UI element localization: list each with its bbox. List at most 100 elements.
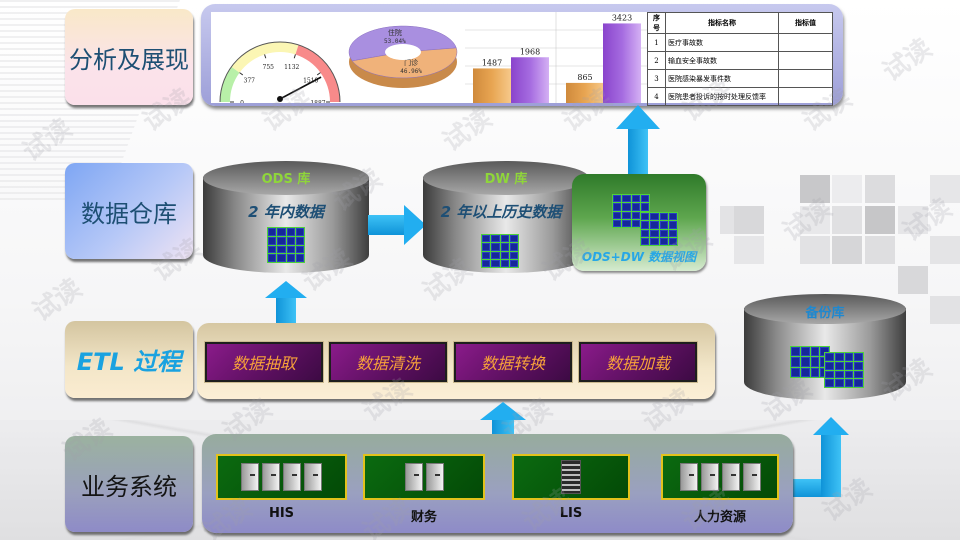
etl-step-label: 数据清洗: [355, 354, 420, 373]
gauge-tick: [316, 72, 321, 76]
server-icon: [241, 463, 259, 491]
bar: [473, 68, 511, 103]
gauge-outline: [219, 41, 341, 103]
arrow-up-to-etl: [480, 402, 526, 440]
server-rack-icon: [561, 460, 581, 494]
arrow-head: [813, 417, 849, 435]
gauge-tick: [239, 72, 244, 76]
gauge-band: [295, 44, 340, 102]
table-row: 2 输血安全事故数: [647, 51, 833, 70]
cylinder-top: [203, 161, 369, 195]
server-icon: [283, 463, 301, 491]
kpi-cell-no: 4: [647, 87, 666, 106]
ods-dw-view-box: ODS+DW 数据视图: [572, 174, 706, 271]
bar-value-label: 1968: [520, 47, 540, 56]
layer-label-etl: ETL 过程: [65, 321, 193, 398]
bar-value-label: 865: [577, 73, 592, 82]
table-row: 4 医院患者投诉的按时处理反馈率: [647, 87, 833, 106]
data-cube-icon: [824, 352, 864, 388]
data-cube-icon: [267, 227, 305, 263]
bar-value-label: 3423: [612, 13, 632, 22]
table-row: 3 医院感染暴发事件数: [647, 69, 833, 88]
bar-value-label: 1487: [482, 58, 502, 67]
arrow-shaft: [368, 215, 404, 235]
arrow-shaft: [276, 298, 296, 323]
etl-step-label: 数据加载: [605, 354, 670, 373]
etl-step-transform: 数据转换: [453, 341, 573, 383]
table-row: 1 医疗事故数: [647, 33, 833, 52]
server-icon: [742, 463, 761, 491]
gauge-band: [220, 66, 240, 102]
etl-step-label: 数据转换: [480, 354, 545, 373]
kpi-header-value: 指标值: [778, 12, 833, 34]
arrow-head: [480, 402, 526, 420]
kpi-cell-value: [778, 69, 833, 88]
ods-subtitle: 2 年内数据: [248, 203, 324, 221]
kpi-cell-name: 输血安全事故数: [665, 51, 779, 70]
gauge-tick: [293, 54, 296, 59]
system-box-his: [216, 454, 347, 500]
watermark-text: 试读: [437, 103, 498, 158]
watermark-text: 试读: [27, 273, 88, 328]
etl-step-extract: 数据抽取: [204, 341, 324, 383]
kpi-header-name: 指标名称: [665, 12, 779, 34]
kpi-cell-no: 3: [647, 69, 666, 88]
gauge-tick: [264, 54, 267, 59]
arrow-shaft: [628, 129, 648, 177]
bar: [566, 82, 604, 103]
data-cube-icon: [640, 212, 678, 246]
donut-slice-label: 住院: [388, 28, 402, 37]
watermark-text: 试读: [877, 33, 938, 88]
server-icon: [700, 463, 719, 491]
server-icon: [262, 463, 280, 491]
gauge-tick-label: 1887: [310, 100, 325, 103]
etl-step-clean: 数据清洗: [328, 341, 448, 383]
layer-label-business: 业务系统: [65, 436, 193, 532]
server-icon: [679, 463, 698, 491]
layer-label-text: ETL 过程: [76, 348, 182, 376]
gauge-tick-label: 1132: [284, 64, 299, 71]
arrow-head: [616, 105, 660, 129]
backup-database: 备份库: [744, 294, 906, 400]
donut-slice-percent: 46.96%: [400, 68, 422, 75]
gauge-band: [231, 42, 299, 73]
kpi-cell-no: 2: [647, 51, 666, 70]
dw-subtitle: 2 年以上历史数据: [440, 203, 562, 221]
kpi-cell-value: [778, 51, 833, 70]
etl-panel: 数据抽取 数据清洗 数据转换 数据加载: [197, 323, 715, 399]
arrow-right-ods-to-dw: [368, 205, 426, 245]
cylinder-top: [423, 161, 589, 195]
kpi-cell-value: [778, 87, 833, 106]
donut-slice: [348, 25, 457, 62]
kpi-cell-name: 医院患者投诉的按时处理反馈率: [665, 87, 779, 106]
business-panel: HIS 财务 LIS 人力资源: [202, 434, 793, 533]
donut-hole: [385, 44, 421, 60]
kpi-cell-name: 医院感染暴发事件数: [665, 69, 779, 88]
system-label-finance: 财务: [410, 510, 437, 525]
view-label: ODS+DW 数据视图: [581, 250, 697, 264]
arrow-head: [265, 281, 307, 298]
bar: [511, 57, 549, 103]
kpi-table-container: 序号 指标名称 指标值 1 医疗事故数 2 输血安全事故数: [647, 12, 833, 106]
server-icon: [721, 463, 740, 491]
layer-label-analysis: 分析及展现: [65, 9, 193, 105]
donut-slice-label: 门诊: [404, 58, 418, 67]
arrow-shaft: [821, 435, 841, 497]
system-box-finance: [363, 454, 485, 500]
ods-title: ODS 库: [261, 172, 311, 187]
etl-step-load: 数据加载: [578, 341, 698, 383]
kpi-header-no: 序号: [647, 12, 666, 34]
system-box-lis: [512, 454, 630, 500]
system-label-hr: 人力资源: [693, 510, 746, 525]
gauge-needle-hub: [277, 96, 283, 102]
gauge-chart: 0377755113215101887: [219, 41, 341, 103]
gauge-tick-label: 755: [263, 64, 275, 71]
kpi-cell-name: 医疗事故数: [665, 33, 779, 52]
gauge-tick-label: 377: [244, 78, 256, 85]
system-label-his: HIS: [268, 506, 295, 521]
system-label-lis: LIS: [559, 506, 583, 521]
layer-label-text: 数据仓库: [81, 199, 177, 228]
layer-label-text: 分析及展现: [69, 45, 189, 74]
dw-title: DW 库: [484, 172, 528, 187]
